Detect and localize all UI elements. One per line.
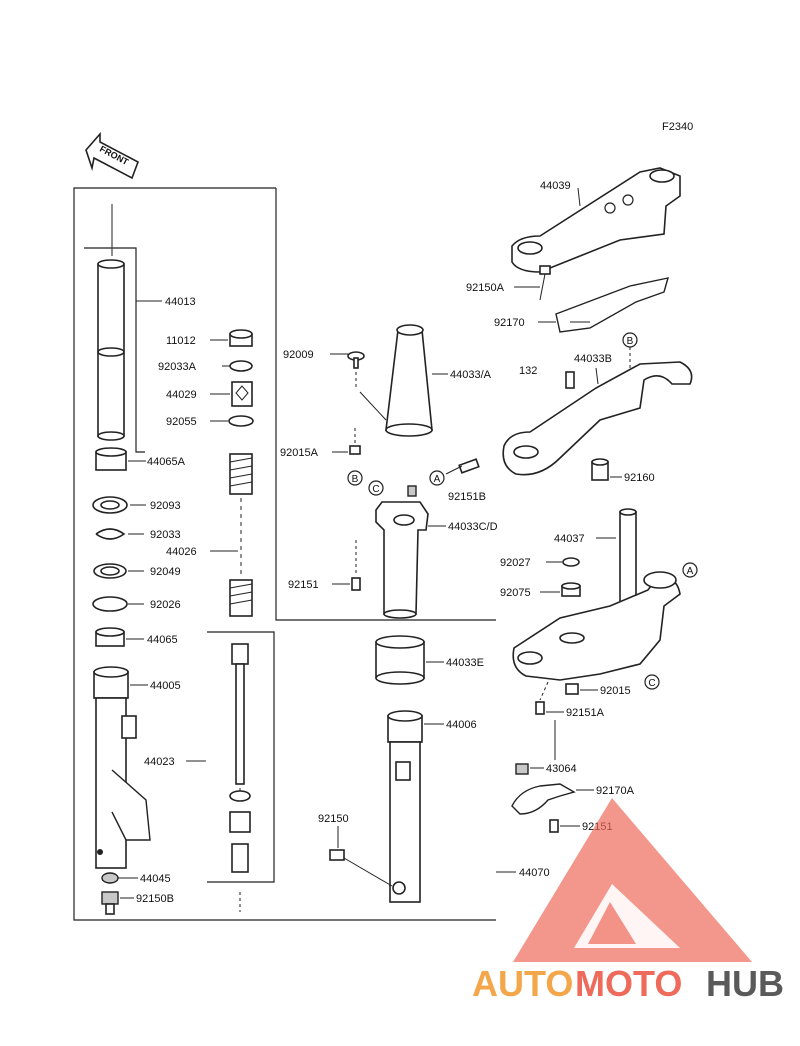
bolt-151-left-part bbox=[351, 540, 361, 591]
callout-c-right-label: C bbox=[648, 678, 655, 689]
label-92015A: 92015A bbox=[280, 447, 319, 459]
nut-43064-part bbox=[515, 763, 529, 775]
label-92026: 92026 bbox=[150, 599, 181, 611]
watermark-hub: HUB bbox=[706, 963, 784, 1004]
label-92049: 92049 bbox=[150, 566, 181, 578]
bushing-part bbox=[95, 627, 125, 647]
guard-e-part bbox=[375, 635, 425, 685]
label-92170: 92170 bbox=[494, 317, 525, 329]
damper-rod-part bbox=[229, 643, 251, 912]
label-44070: 44070 bbox=[519, 867, 550, 879]
label-44023: 44023 bbox=[144, 756, 175, 768]
label-92150: 92150 bbox=[318, 813, 349, 825]
cap-part bbox=[229, 329, 253, 347]
bushing-92075-part bbox=[561, 582, 581, 597]
callout-a-left bbox=[429, 470, 445, 486]
bolt-151b-part bbox=[445, 458, 480, 475]
lower-bracket-part bbox=[502, 361, 693, 476]
assembly-frames bbox=[73, 187, 496, 921]
label-44039: 44039 bbox=[540, 180, 571, 192]
label-92033A: 92033A bbox=[158, 361, 197, 373]
label-44005: 44005 bbox=[150, 680, 181, 692]
screw-132-part bbox=[565, 371, 575, 389]
label-44033CD: 44033C/D bbox=[448, 521, 498, 533]
label-92093: 92093 bbox=[150, 500, 181, 512]
adjuster-part bbox=[231, 381, 253, 407]
clamp-a-part bbox=[511, 783, 576, 815]
bushing-a-part bbox=[95, 447, 127, 471]
lower-cover-part bbox=[375, 485, 429, 619]
bolt-150a-part bbox=[539, 265, 551, 301]
label-44065A: 44065A bbox=[147, 456, 186, 468]
label-92151-left: 92151 bbox=[288, 579, 319, 591]
label-92160: 92160 bbox=[624, 472, 655, 484]
label-92027: 92027 bbox=[500, 557, 531, 569]
bolt-151a-part bbox=[535, 681, 549, 715]
label-92150B: 92150B bbox=[136, 893, 174, 905]
washer-part bbox=[92, 596, 128, 612]
label-11012: 11012 bbox=[166, 335, 196, 347]
bolt-b-part bbox=[101, 891, 119, 915]
label-44033B: 44033B bbox=[574, 353, 612, 365]
label-44013: 44013 bbox=[165, 296, 196, 308]
upper-cover-part bbox=[385, 324, 433, 437]
label-44033E: 44033E bbox=[446, 657, 484, 669]
label-44026: 44026 bbox=[166, 546, 197, 558]
label-92033: 92033 bbox=[150, 529, 181, 541]
label-92055: 92055 bbox=[166, 416, 197, 428]
axle-bolt-part bbox=[329, 849, 393, 887]
watermark-logo: AUTO MOTO HUB bbox=[472, 798, 784, 1004]
bolt-151-right-part bbox=[549, 819, 559, 833]
figure-code: F2340 bbox=[662, 121, 693, 133]
callout-b-left-label: B bbox=[352, 474, 359, 485]
label-92009: 92009 bbox=[283, 349, 314, 361]
label-92150A: 92150A bbox=[466, 282, 505, 294]
label-132: 132 bbox=[519, 365, 537, 377]
callout-b-right-label: B bbox=[627, 336, 634, 347]
outer-tube-left-part bbox=[93, 666, 151, 869]
screw-part bbox=[347, 351, 387, 421]
steering-stem-part bbox=[512, 508, 681, 681]
label-92075: 92075 bbox=[500, 587, 531, 599]
callout-c-left bbox=[368, 480, 384, 496]
callout-b-left bbox=[347, 470, 363, 486]
label-92151B: 92151B bbox=[448, 491, 486, 503]
watermark-moto: MOTO bbox=[575, 963, 682, 1004]
front-arrow-icon: FRONT bbox=[85, 131, 139, 180]
drain-washer-part bbox=[101, 872, 119, 884]
oring-part bbox=[229, 360, 253, 372]
clamp-part bbox=[555, 277, 669, 333]
callout-c-left-label: C bbox=[372, 484, 379, 495]
label-43064: 43064 bbox=[546, 763, 577, 775]
upper-bracket-part bbox=[511, 167, 681, 273]
seal-part bbox=[92, 496, 128, 514]
ring-part bbox=[228, 415, 254, 427]
damper-92160-part bbox=[591, 458, 609, 481]
callout-a-right bbox=[682, 562, 698, 578]
clip-part bbox=[95, 528, 126, 540]
watermark-auto: AUTO bbox=[472, 963, 573, 1004]
label-44029: 44029 bbox=[166, 389, 197, 401]
label-44033A: 44033/A bbox=[450, 369, 492, 381]
callout-a-left-label: A bbox=[434, 474, 441, 485]
label-44037: 44037 bbox=[554, 533, 585, 545]
label-44065: 44065 bbox=[147, 634, 178, 646]
label-44045: 44045 bbox=[140, 873, 171, 885]
oil-seal-part bbox=[93, 563, 127, 579]
callout-a-right-label: A bbox=[687, 566, 694, 577]
callout-c-right bbox=[644, 674, 660, 690]
spring-part bbox=[229, 453, 253, 617]
label-92015: 92015 bbox=[600, 685, 631, 697]
washer-92027-part bbox=[562, 557, 580, 567]
nut-a-part bbox=[349, 445, 361, 455]
outer-tube-right-part bbox=[387, 710, 423, 903]
nut-92015-part bbox=[565, 683, 579, 695]
inner-tube-part bbox=[97, 204, 125, 441]
label-44006: 44006 bbox=[446, 719, 477, 731]
label-92151A: 92151A bbox=[566, 707, 605, 719]
label-92170A: 92170A bbox=[596, 785, 635, 797]
